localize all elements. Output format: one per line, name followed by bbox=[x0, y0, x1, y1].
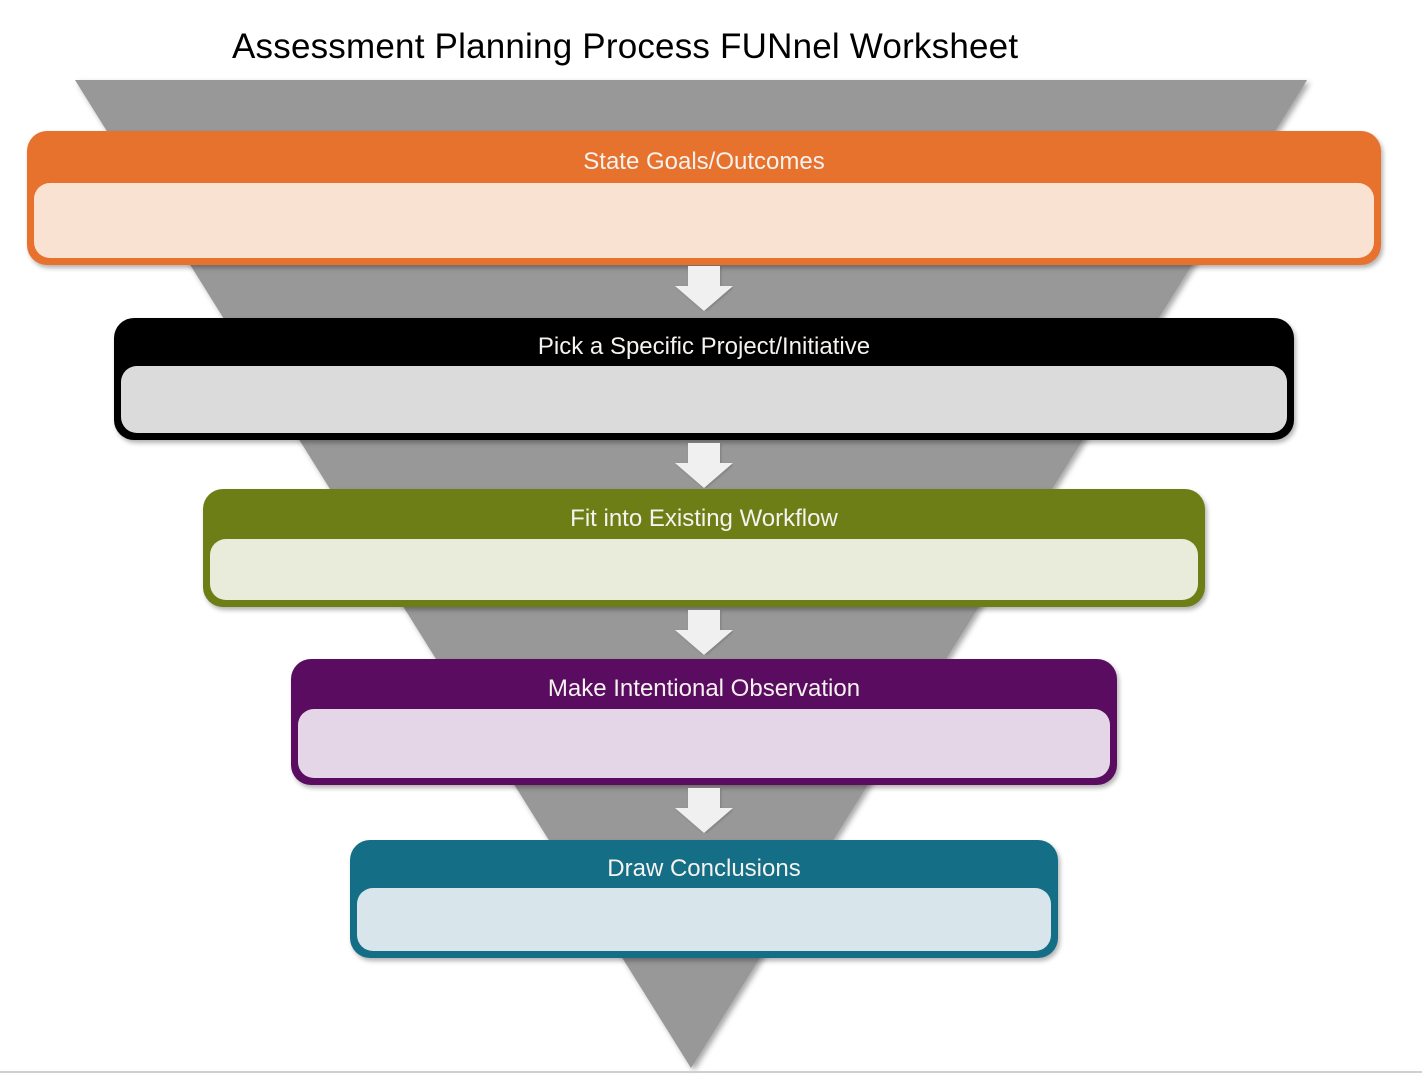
stage-label: Fit into Existing Workflow bbox=[570, 505, 838, 532]
stage-label: Draw Conclusions bbox=[607, 855, 801, 882]
stage-header: State Goals/Outcomes bbox=[27, 131, 1381, 183]
stage-label: Pick a Specific Project/Initiative bbox=[537, 333, 871, 360]
down-arrow-icon bbox=[675, 443, 733, 488]
stage-fit-workflow: Fit into Existing Workflow bbox=[203, 489, 1205, 607]
stage-body-area bbox=[357, 888, 1051, 951]
stage-pick-project: Pick a Specific Project/Initiative bbox=[114, 318, 1294, 440]
stage-header: Pick a Specific Project/Initiative bbox=[114, 318, 1294, 366]
stage-draw-conclusions: Draw Conclusions bbox=[350, 840, 1058, 958]
stage-label: Make Intentional Observation bbox=[547, 675, 861, 702]
stage-header: Fit into Existing Workflow bbox=[203, 489, 1205, 539]
page-bottom-border bbox=[0, 1071, 1422, 1073]
stage-state-goals: State Goals/Outcomes bbox=[27, 131, 1381, 265]
stage-body-area bbox=[121, 366, 1287, 433]
down-arrow-icon bbox=[675, 610, 733, 655]
stage-header: Draw Conclusions bbox=[350, 840, 1058, 888]
stage-body-area bbox=[298, 709, 1110, 778]
stage-label: State Goals/Outcomes bbox=[583, 148, 825, 175]
stage-header: Make Intentional Observation bbox=[291, 659, 1117, 709]
page-title: Assessment Planning Process FUNnel Works… bbox=[232, 27, 1019, 66]
stage-make-observation: Make Intentional Observation bbox=[291, 659, 1117, 785]
stage-body-area bbox=[34, 183, 1374, 258]
stage-body-area bbox=[210, 539, 1198, 600]
down-arrow-icon bbox=[675, 788, 733, 833]
down-arrow-icon bbox=[675, 266, 733, 311]
